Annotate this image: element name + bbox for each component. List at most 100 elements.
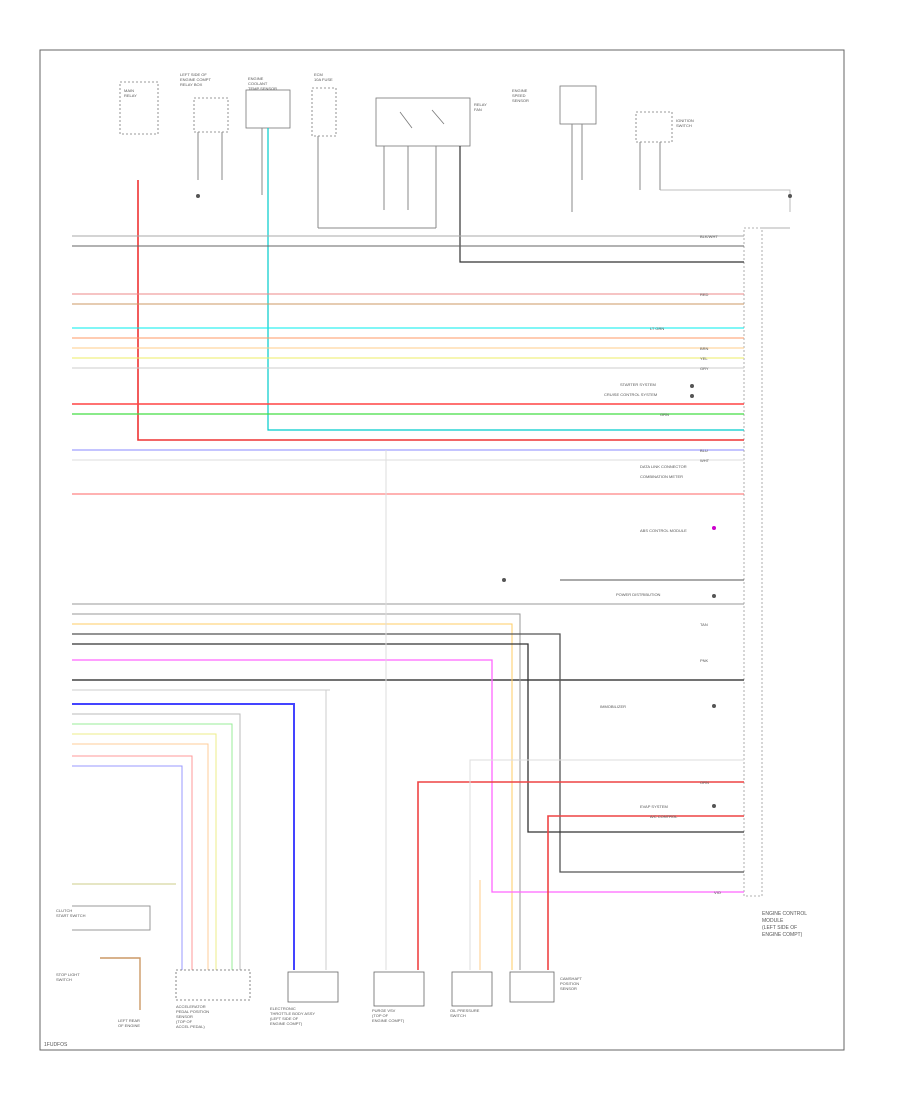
coolant-sensor-label: TEMP SENSOR	[248, 86, 277, 91]
stop-light-switch-label: STOP LIGHT	[56, 972, 80, 977]
ecm-label-line: MODULE	[762, 918, 784, 924]
accel-sensor-label: (TOP OF	[176, 1019, 193, 1024]
accel-sensor-label: ACCELERATOR	[176, 1004, 206, 1009]
left-fender-connector-box	[193, 97, 229, 133]
coolant-sensor-label: ENGINE	[248, 76, 264, 81]
right-label: CRUISE CONTROL SYSTEM	[604, 392, 657, 397]
ignition-switch-label: SWITCH	[676, 123, 692, 128]
coolant-temp-sensor-box	[245, 89, 291, 129]
left-fender-connector-label: RELAY BOX	[180, 82, 203, 87]
accel-sensor-label: ACCEL PEDAL)	[176, 1024, 205, 1029]
main-relay-red-wire	[137, 180, 744, 441]
stop-light-switch-label: SWITCH	[56, 977, 72, 982]
throttle-label: ENGINE COMPT)	[270, 1021, 303, 1026]
throttle-label: THROTTLE BODY ASSY	[270, 1011, 315, 1016]
engine-speed-sensor-box	[559, 85, 597, 125]
left-fender-connector-label: LEFT SIDE OF	[180, 72, 207, 77]
ecm-connector	[743, 227, 790, 897]
speed-sensor-label: SPEED	[512, 93, 526, 98]
cooling-fan-relay-box	[375, 97, 471, 147]
ecm-fuse-label: 10A FUSE	[314, 77, 333, 82]
wire-tags: BLK/WHT RED LT GRN GRN YEL BRN GRY PNK B…	[650, 234, 721, 895]
ecm-fuse-box	[311, 87, 337, 137]
ecm-label-line: ENGINE COMPT)	[762, 932, 803, 938]
coolant-cyan-wire	[267, 128, 744, 431]
speed-sensor-label: SENSOR	[512, 98, 529, 103]
right-label: STARTER SYSTEM	[620, 382, 656, 387]
camshaft-label: POSITION	[560, 981, 579, 986]
main-relay-label: MAIN	[124, 88, 134, 93]
camshaft-label: SENSOR	[560, 986, 577, 991]
bottom-components	[175, 969, 555, 1007]
right-labels: STARTER SYSTEM CRUISE CONTROL SYSTEM DAT…	[600, 382, 687, 819]
wire-tag: BLK/WHT	[700, 234, 718, 239]
coolant-sensor-label: COOLANT	[248, 81, 268, 86]
horizontal-bus	[72, 235, 744, 691]
electronic-throttle-box	[287, 971, 339, 1003]
right-label: IMMOBILIZER	[600, 704, 626, 709]
throttle-label: ELECTRONIC	[270, 1006, 296, 1011]
wire-tag: WHT	[700, 458, 710, 463]
accel-sensor-label: PEDAL POSITION	[176, 1009, 209, 1014]
top-components	[119, 81, 673, 147]
speed-sensor-label: ENGINE	[512, 88, 528, 93]
ecm-label-line: ENGINE CONTROL	[762, 911, 807, 917]
wire-tag: YEL	[700, 356, 708, 361]
left-component-labels: CLUTCH START SWITCH STOP LIGHT SWITCH LE…	[56, 908, 140, 1028]
right-label: ABS CONTROL MODULE	[640, 528, 687, 533]
relay-output-wire	[459, 146, 744, 263]
clutch-switch-label: CLUTCH	[56, 908, 72, 913]
oil-switch-label: SWITCH	[450, 1013, 466, 1018]
ground-label: OF ENGINE	[118, 1023, 140, 1028]
right-label: EVAP SYSTEM	[640, 804, 668, 809]
wire-tag: BRN	[700, 346, 709, 351]
right-label: POWER DISTRIBUTION	[616, 592, 661, 597]
left-components	[72, 883, 176, 1010]
accel-sensor-label: SENSOR	[176, 1014, 193, 1019]
oil-pressure-switch-box	[451, 971, 493, 1007]
fan-relay-label: RELAY	[474, 102, 487, 107]
wire-tag: TAN	[700, 622, 708, 627]
ignition-switch-box	[635, 111, 673, 143]
top-drops	[197, 124, 661, 229]
purge-vsv-label: (TOP OF	[372, 1013, 389, 1018]
top-component-labels: MAIN RELAY LEFT SIDE OF ENGINE COMPT REL…	[124, 72, 694, 128]
bottom-component-labels: ACCELERATOR PEDAL POSITION SENSOR (TOP O…	[176, 976, 583, 1029]
accelerator-pedal-sensor-box	[175, 969, 251, 1001]
main-relay-box	[119, 81, 159, 135]
ground-label: LEFT REAR	[118, 1018, 140, 1023]
wire-tag: GRN	[660, 412, 669, 417]
diagram-border	[39, 49, 845, 1051]
ignition-to-ecm-wire	[660, 189, 791, 212]
wire-tag: LT GRN	[650, 326, 664, 331]
ecm-fuse-label: ECM	[314, 72, 323, 77]
wire-tag: VIO	[714, 890, 721, 895]
wire-tag: GRY	[700, 366, 709, 371]
ecm-label-line: (LEFT SIDE OF	[762, 925, 797, 931]
right-label: COMBINATION METER	[640, 474, 683, 479]
ignition-switch-label: IGNITION	[676, 118, 694, 123]
purge-vsv-label: PURGE VSV	[372, 1008, 396, 1013]
throttle-label: (LEFT SIDE OF	[270, 1016, 299, 1021]
wire-tag: PNK	[700, 658, 709, 663]
left-fender-connector-label: ENGINE COMPT	[180, 77, 211, 82]
footer-code: 1FUDFOS	[44, 1042, 68, 1048]
camshaft-label: CAMSHAFT	[560, 976, 583, 981]
right-label: DATA LINK CONNECTOR	[640, 464, 687, 469]
lower-wires	[72, 450, 744, 970]
fan-relay-label: FAN	[474, 107, 482, 112]
ecm-label: ENGINE CONTROL MODULE (LEFT SIDE OF ENGI…	[762, 911, 807, 938]
connector-dots	[196, 194, 792, 808]
main-relay-label: RELAY	[124, 93, 137, 98]
right-label: A/C CONTROL	[650, 814, 678, 819]
wire-tag: BLU	[700, 448, 708, 453]
wire-tag: RED	[700, 292, 709, 297]
clutch-switch-label: START SWITCH	[56, 913, 86, 918]
wire-tag: ORN	[700, 780, 709, 785]
purge-vsv-label: ENGINE COMPT)	[372, 1018, 405, 1023]
camshaft-sensor-box	[509, 971, 555, 1003]
oil-switch-label: OIL PRESSURE	[450, 1008, 480, 1013]
purge-vsv-box	[373, 971, 425, 1007]
